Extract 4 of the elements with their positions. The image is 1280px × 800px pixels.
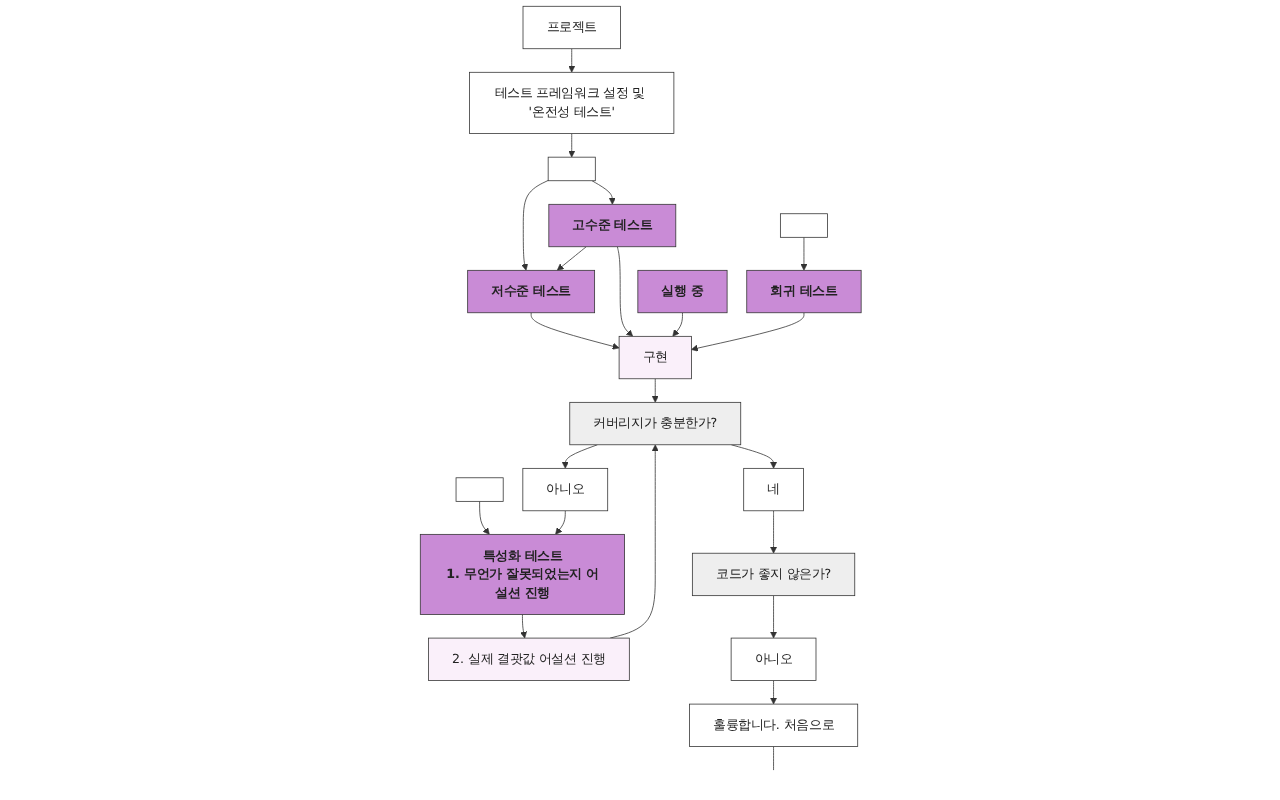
node-box [547,156,595,182]
node-box [454,477,503,502]
connector [772,746,774,771]
node-box [779,213,828,238]
